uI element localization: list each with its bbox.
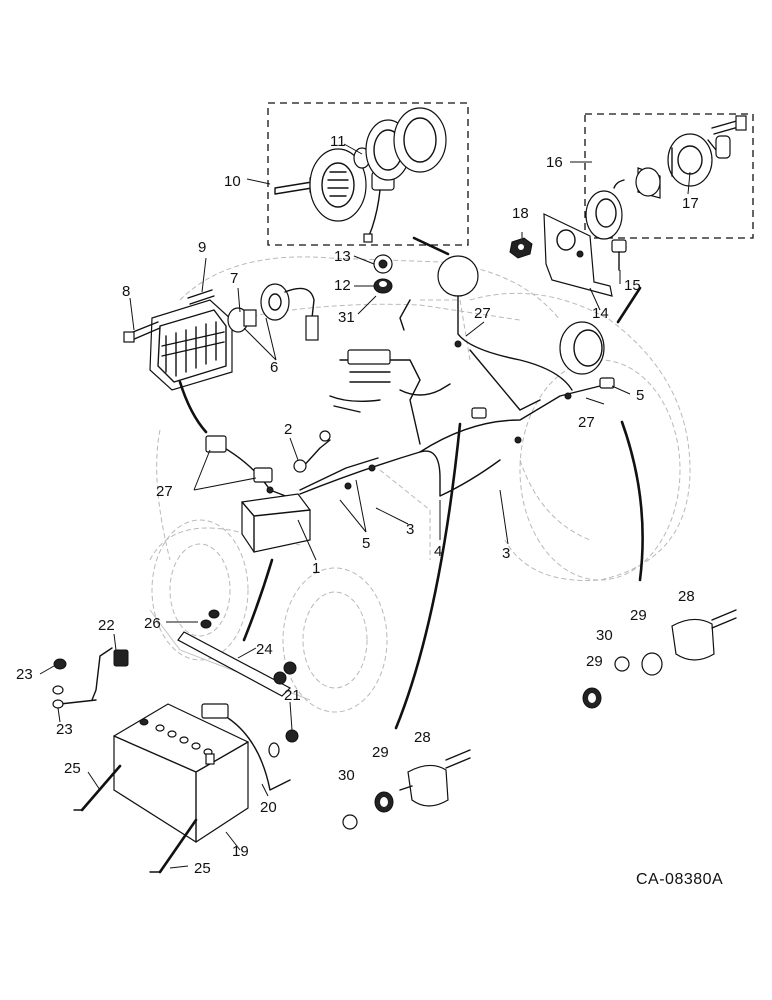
part-label-19: 19 <box>232 843 249 860</box>
mounting-nut <box>509 237 533 259</box>
part-label-12: 12 <box>334 277 351 294</box>
headlamp-assembly <box>123 283 319 391</box>
part-label-27-left: 27 <box>156 483 173 500</box>
part-label-27-right: 27 <box>578 414 595 431</box>
tail-lamp-inset <box>584 113 754 240</box>
rear-lamp <box>437 255 605 375</box>
part-label-15: 15 <box>624 277 641 294</box>
part-label-10: 10 <box>224 173 241 190</box>
tail-lamp-bolt <box>711 115 747 135</box>
flood-lamp-inset <box>267 102 469 246</box>
part-label-17: 17 <box>682 195 699 212</box>
flood-lamp-lens <box>365 107 447 181</box>
part-label-3-right: 3 <box>502 545 510 562</box>
mounted-battery <box>241 493 311 553</box>
tail-lamp-socket <box>613 167 661 199</box>
part-label-7: 7 <box>230 270 238 287</box>
tail-lamp-inset-box <box>584 113 754 239</box>
flood-lamp-inset-box <box>267 102 469 246</box>
part-label-2: 2 <box>284 421 292 438</box>
headlamp-bulb <box>227 307 257 333</box>
battery-hold-down-bar <box>177 631 297 697</box>
bracket-bolt <box>611 239 627 271</box>
headlamp-screw <box>123 321 161 343</box>
part-label-31: 31 <box>338 309 355 326</box>
part-label-28-right: 28 <box>678 588 695 605</box>
part-label-14: 14 <box>592 305 609 322</box>
wiring-harness <box>205 295 615 501</box>
battery-caps <box>139 718 215 765</box>
part-label-20: 20 <box>260 799 277 816</box>
battery-cables <box>59 647 299 791</box>
part-label-23-top: 23 <box>16 666 33 683</box>
leader-lines <box>39 143 691 869</box>
part-label-29-right-top: 29 <box>630 607 647 624</box>
part-label-29-left: 29 <box>372 744 389 761</box>
headlamp-socket <box>260 283 319 341</box>
flood-lamp-housing <box>309 148 367 222</box>
part-number-labels: 10 11 16 17 18 13 12 31 9 8 7 6 15 14 27… <box>16 133 699 877</box>
part-label-21: 21 <box>284 687 301 704</box>
part-label-9: 9 <box>198 239 206 256</box>
part-label-24: 24 <box>256 641 273 658</box>
part-label-5-right: 5 <box>636 387 644 404</box>
star-washer <box>373 254 393 274</box>
part-label-23-bottom: 23 <box>56 721 73 738</box>
part-label-28-left: 28 <box>414 729 431 746</box>
part-label-18: 18 <box>512 205 529 222</box>
drawing-number: CA-08380A <box>636 871 723 888</box>
part-label-5-center: 5 <box>362 535 370 552</box>
part-label-13: 13 <box>334 248 351 265</box>
switch-detail-left <box>342 749 471 830</box>
part-label-29-right-bottom: 29 <box>586 653 603 670</box>
part-label-25-bottom: 25 <box>194 860 211 877</box>
battery-hold-down-rods <box>73 764 198 874</box>
tail-lamp-lens <box>585 190 623 240</box>
part-label-3-center: 3 <box>406 521 414 538</box>
part-label-1: 1 <box>312 560 320 577</box>
part-label-30-left: 30 <box>338 767 355 784</box>
part-label-30-right: 30 <box>596 627 613 644</box>
part-label-25-top: 25 <box>64 760 81 777</box>
part-label-4: 4 <box>434 543 442 560</box>
detail-arrows <box>178 236 644 730</box>
part-label-11: 11 <box>330 133 346 150</box>
part-label-26: 26 <box>144 615 161 632</box>
lamp-bracket <box>543 213 613 297</box>
headlamp-body <box>149 299 233 391</box>
headlamp-bolt <box>187 289 215 305</box>
part-label-8: 8 <box>122 283 130 300</box>
battery <box>113 703 249 843</box>
part-label-16: 16 <box>546 154 563 171</box>
part-label-22: 22 <box>98 617 115 634</box>
tail-lamp-housing <box>667 133 731 187</box>
rubber-grommet <box>373 278 393 294</box>
part-label-27-top: 27 <box>474 305 491 322</box>
switch-detail-right <box>582 609 737 709</box>
part-label-6: 6 <box>270 359 278 376</box>
